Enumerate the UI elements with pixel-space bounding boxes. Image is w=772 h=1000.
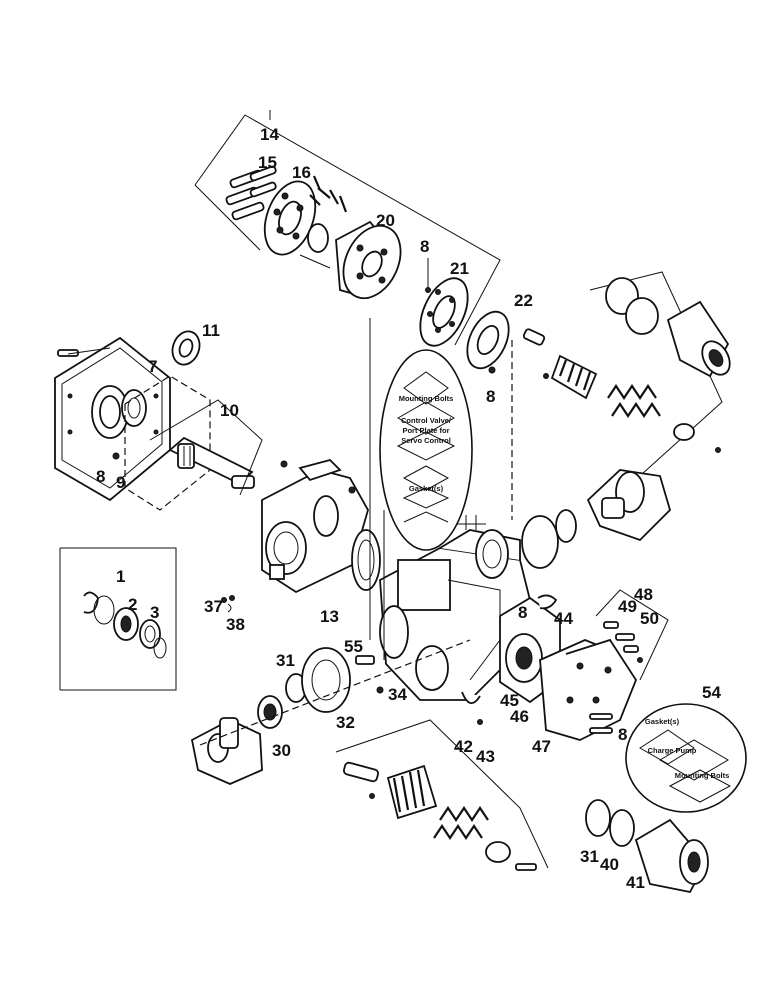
- callout-47: 47: [532, 737, 551, 756]
- callout-50: 50: [640, 609, 659, 628]
- callout-31a: 31: [276, 651, 295, 670]
- callout-15: 15: [258, 153, 277, 172]
- callout-8a: 8: [420, 237, 429, 256]
- lower-oval-line2: Charge Pump: [648, 746, 697, 755]
- spool-lower: [343, 761, 438, 820]
- snap-ring-1: [83, 591, 115, 625]
- callout-8d: 8: [518, 603, 527, 622]
- gasket-13: [351, 529, 381, 591]
- callout-45: 45: [500, 691, 519, 710]
- end-cover-30: [190, 695, 283, 785]
- pistons: [299, 175, 348, 269]
- callout-38: 38: [226, 615, 245, 634]
- upper-oval-line2: Control Valve/: [401, 416, 452, 425]
- bolts-8: [589, 713, 613, 734]
- lower-bracket: [335, 719, 549, 869]
- o-rings-31-40: [585, 799, 635, 847]
- upper-oval-line4: Servo Control: [401, 436, 451, 445]
- upper-oval-line5: Gasket(s): [409, 484, 444, 493]
- callout-3: 3: [150, 603, 159, 622]
- callout-14: 14: [260, 125, 279, 144]
- callout-40: 40: [600, 855, 619, 874]
- callout-13: 13: [320, 607, 339, 626]
- washer-3: [139, 619, 167, 659]
- group-1-box: [59, 547, 177, 691]
- callout-22: 22: [514, 291, 533, 310]
- upper-oval-line3: Port Plate for: [402, 426, 449, 435]
- retainer-plate-16: [263, 180, 317, 256]
- parts-42-43: [461, 691, 483, 725]
- callout-31b: 31: [580, 847, 599, 866]
- port-plate-22: [466, 310, 510, 374]
- callout-42: 42: [454, 737, 473, 756]
- group-10-bracket: [149, 399, 263, 496]
- callout-44: 44: [554, 609, 573, 628]
- callout-21: 21: [450, 259, 469, 278]
- springs-lower: [433, 806, 537, 871]
- callout-8e: 8: [618, 725, 627, 744]
- end-cap-lower-41: [634, 818, 709, 894]
- group-14-bracket: [194, 110, 501, 346]
- upper-oval-panel: Mounting Bolts Control Valve/ Port Plate…: [369, 318, 473, 660]
- callout-11: 11: [202, 321, 220, 340]
- shaft-10: [168, 436, 255, 489]
- callout-30: 30: [272, 741, 291, 760]
- front-cover-7: [54, 336, 171, 502]
- callout-55: 55: [344, 637, 363, 656]
- callout-1: 1: [116, 567, 125, 586]
- end-cap-right: [586, 469, 672, 542]
- callout-9: 9: [116, 473, 125, 492]
- bearing-11: [171, 330, 201, 366]
- o-ring-44: [537, 594, 558, 610]
- callout-16: 16: [292, 163, 311, 182]
- lower-oval-panel: Gasket(s) Charge Pump Mounting Bolts: [625, 703, 747, 813]
- callout-numbers: 14 15 16 20 8 21 22 8 11 7 10 8 9 1 2 3 …: [96, 125, 721, 892]
- callout-37: 37: [204, 597, 223, 616]
- callout-41: 41: [626, 873, 645, 892]
- callout-7: 7: [148, 357, 157, 376]
- seal-7: [121, 389, 147, 427]
- main-housing-13: [261, 458, 369, 594]
- callout-43: 43: [476, 747, 495, 766]
- lower-oval-line1: Gasket(s): [645, 717, 680, 726]
- cylinder-barrel-20: [335, 220, 402, 300]
- callout-2: 2: [128, 595, 137, 614]
- upper-oval-line1: Mounting Bolts: [399, 394, 454, 403]
- bearing-2: [113, 607, 139, 641]
- callout-54: 54: [702, 683, 721, 702]
- callout-32: 32: [336, 713, 355, 732]
- pins-37-38: [221, 595, 235, 613]
- o-rings-right: [521, 509, 577, 569]
- callout-49: 49: [618, 597, 637, 616]
- springs-upper: [607, 384, 721, 453]
- pins-15: [225, 165, 277, 221]
- callout-46: 46: [510, 707, 529, 726]
- callout-8c: 8: [96, 467, 105, 486]
- callout-48: 48: [634, 585, 653, 604]
- valve-plate-21: [419, 277, 469, 347]
- part-34-55: [355, 655, 384, 694]
- callout-34: 34: [388, 685, 407, 704]
- spool-upper: [522, 328, 598, 400]
- gasket-32: [301, 647, 351, 713]
- callout-8b: 8: [486, 387, 495, 406]
- callout-20: 20: [376, 211, 395, 230]
- lower-oval-line3: Mounting Bolts: [675, 771, 730, 780]
- callout-10: 10: [220, 401, 239, 420]
- end-cap-upper: [666, 300, 731, 378]
- parts-48-50: [595, 589, 669, 681]
- o-rings-upper: [605, 277, 659, 335]
